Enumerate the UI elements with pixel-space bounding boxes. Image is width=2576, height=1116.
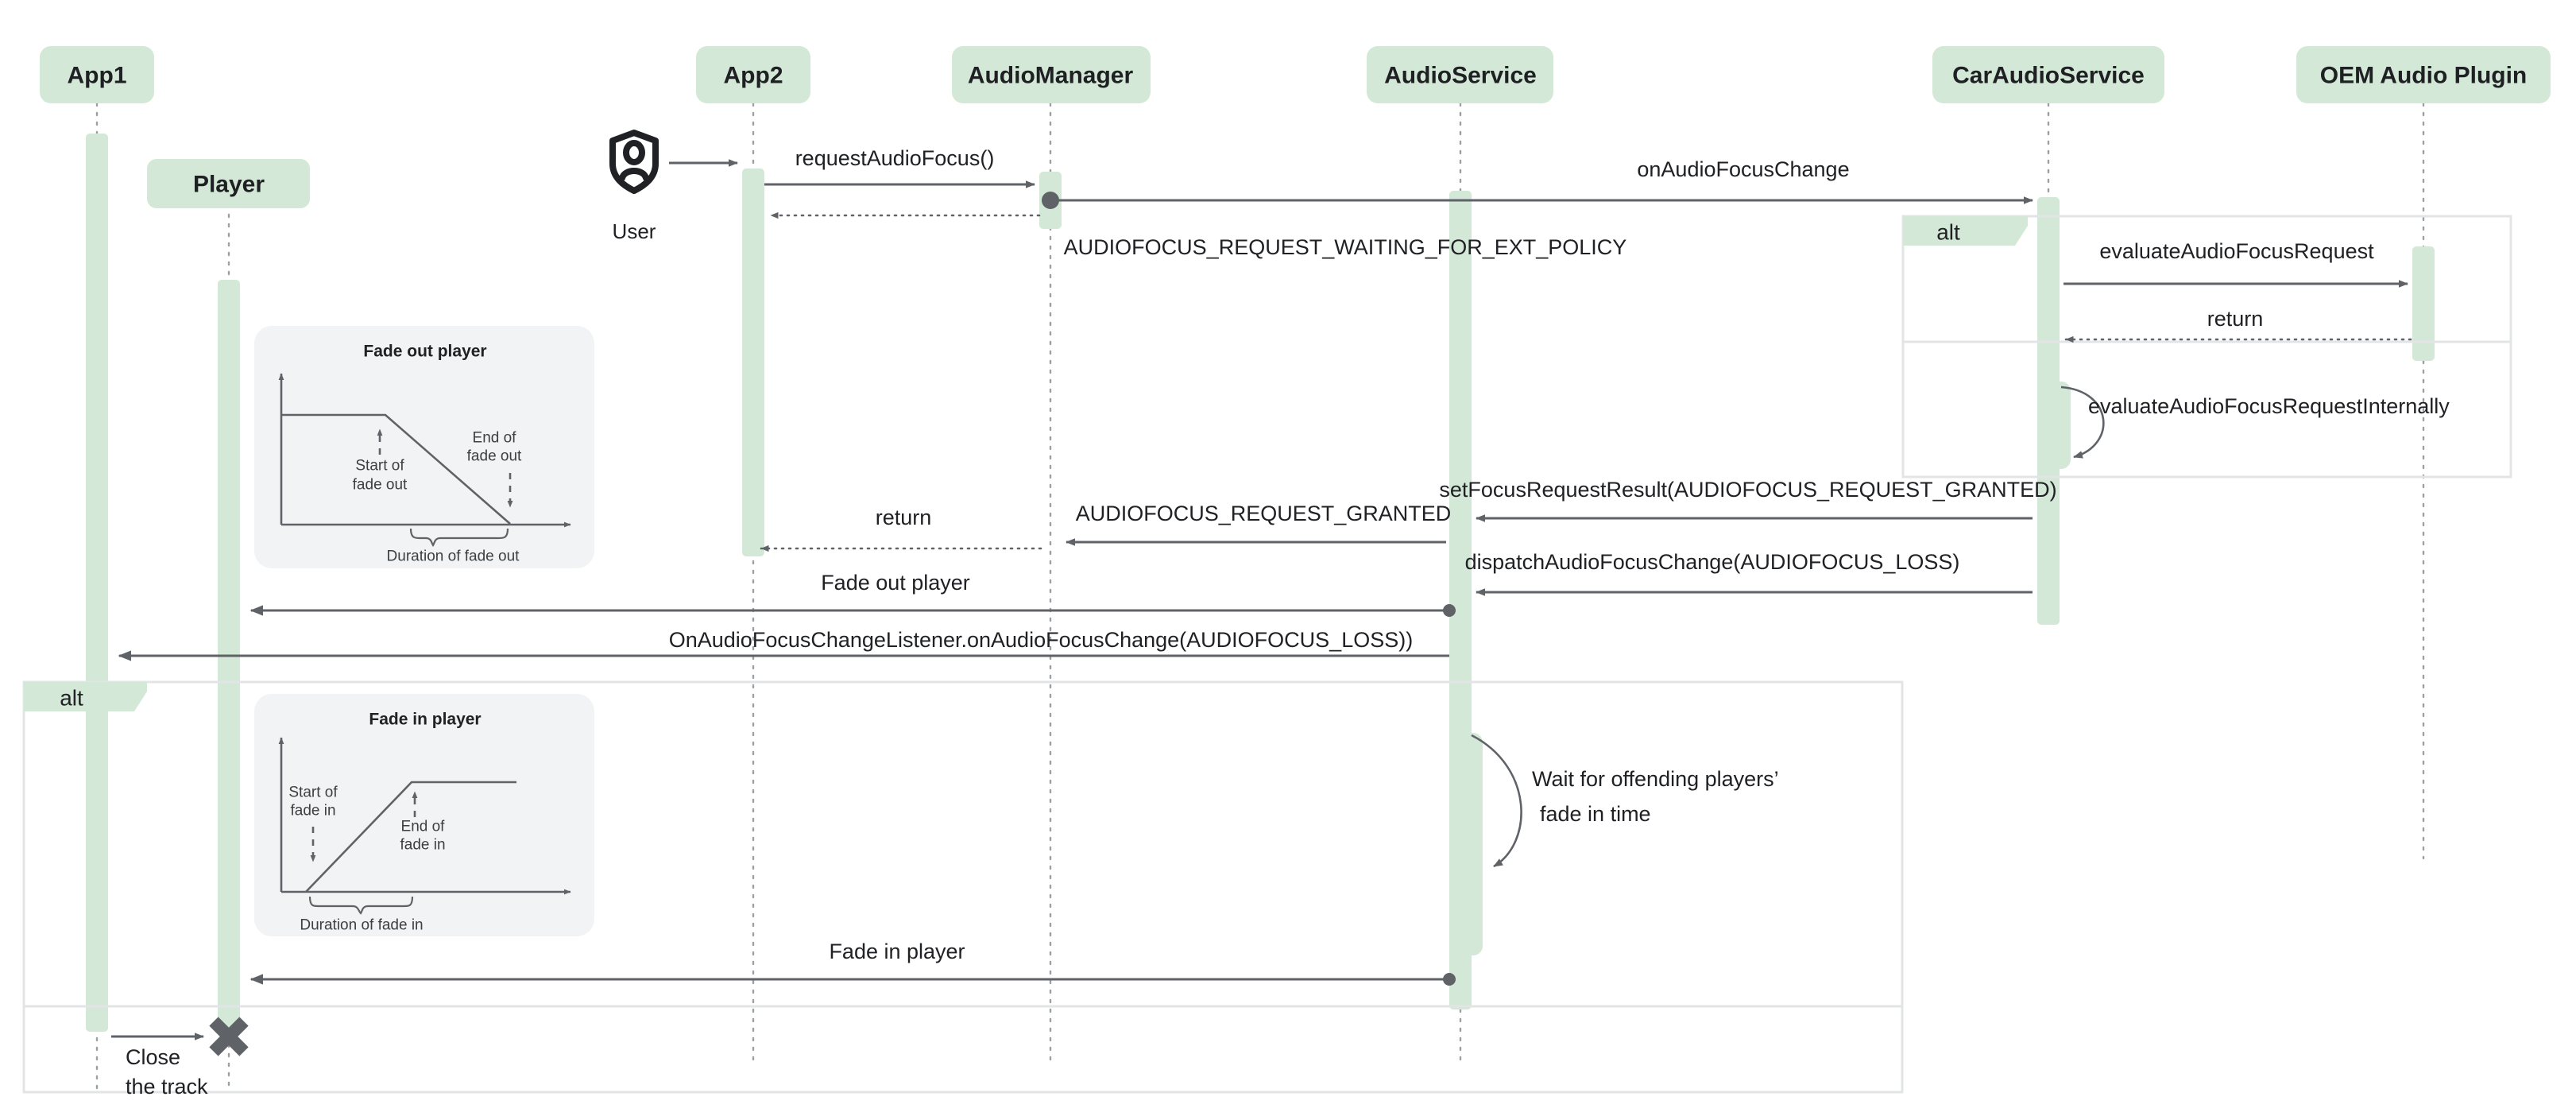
participant-player-label: Player: [193, 172, 265, 198]
message-dispatch-audio-focus-change[interactable]: dispatchAudioFocusChange(AUDIOFOCUS_LOSS…: [1465, 550, 2033, 596]
message-fade-out-player[interactable]: Fade out player: [249, 571, 1456, 617]
fade-out-end-label-1: End of: [473, 430, 517, 447]
message-set-focus-request-result-label: setFocusRequestResult(AUDIOFOCUS_REQUEST…: [1439, 478, 2056, 502]
activation-app2: [742, 169, 764, 556]
fragment-alt-fade: alt: [22, 680, 1904, 1094]
fade-in-end-label-1: End of: [401, 819, 446, 835]
message-return-audiomanager-label: return: [876, 506, 932, 529]
fragment-alt-oem-tab: [1903, 216, 2028, 246]
fade-in-end-label-2: fade in: [400, 837, 445, 854]
participant-caraudioservice-label: CarAudioService: [1952, 63, 2145, 89]
actor-user-label: User: [613, 219, 656, 243]
note-fade-out-player-box: [254, 326, 594, 568]
shield-person-icon: [609, 130, 659, 194]
fade-in-duration-label: Duration of fade in: [300, 917, 423, 934]
message-on-audio-focus-change-listener-label: OnAudioFocusChangeListener.onAudioFocusC…: [669, 628, 1413, 652]
fade-out-duration-label: Duration of fade out: [387, 548, 520, 565]
participant-app1[interactable]: App1: [40, 46, 154, 103]
participant-caraudioservice[interactable]: CarAudioService: [1932, 46, 2164, 103]
fade-in-curve: [305, 781, 516, 893]
message-close-the-track[interactable]: Close the track: [111, 1017, 249, 1099]
message-request-audio-focus[interactable]: requestAudioFocus(): [764, 146, 1035, 188]
message-return-audiomanager[interactable]: return: [760, 506, 1042, 552]
message-wait-for-fade-in[interactable]: Wait for offending players’ fade in time: [1471, 734, 1779, 868]
participant-audiomanager[interactable]: AudioManager: [952, 46, 1151, 103]
message-fade-in-player-ball: [1443, 973, 1456, 986]
note-fade-out-player-title: Fade out player: [363, 343, 486, 361]
participant-app2-label: App2: [724, 63, 783, 89]
message-evaluate-internally-label: evaluateAudioFocusRequestInternally: [2088, 394, 2450, 418]
message-dispatch-audio-focus-change-label: dispatchAudioFocusChange(AUDIOFOCUS_LOSS…: [1465, 550, 1960, 574]
note-fade-in-player: Fade in player Start of fade in End of f…: [254, 694, 594, 936]
participant-audioservice-box[interactable]: [1367, 46, 1553, 103]
destroy-x-icon: [209, 1017, 249, 1056]
message-fade-in-player-label: Fade in player: [829, 940, 965, 963]
participant-oemplugin[interactable]: OEM Audio Plugin: [2296, 46, 2551, 103]
fade-in-start-label-1: Start of: [288, 785, 338, 801]
fade-out-start-label-1: Start of: [355, 458, 404, 475]
message-audiofocus-request-granted-label: AUDIOFOCUS_REQUEST_GRANTED: [1076, 502, 1452, 525]
fragment-alt-oem: alt: [1901, 215, 2512, 479]
actor-user[interactable]: User: [609, 130, 659, 243]
message-close-the-track-label-line1: Close: [126, 1045, 180, 1069]
message-return-oem-label: return: [2207, 307, 2264, 331]
participant-audioservice[interactable]: AudioService: [1367, 46, 1553, 103]
participant-app2-box[interactable]: [696, 46, 810, 103]
message-on-audio-focus-change-label: onAudioFocusChange: [1637, 157, 1849, 181]
message-request-audio-focus-label: requestAudioFocus(): [795, 146, 995, 170]
participant-player-box[interactable]: [147, 159, 310, 208]
message-on-audio-focus-change-listener[interactable]: OnAudioFocusChangeListener.onAudioFocusC…: [118, 628, 1449, 661]
message-evaluate-internally-curve: [2060, 386, 2105, 459]
message-on-audio-focus-change[interactable]: onAudioFocusChange: [1042, 157, 2033, 209]
fade-out-start-label-2: fade out: [353, 477, 408, 494]
note-fade-in-player-title: Fade in player: [369, 711, 481, 729]
activation-caraudioservice-self: [2048, 382, 2071, 469]
message-evaluate-audio-focus-request-label: evaluateAudioFocusRequest: [2099, 239, 2374, 263]
activation-bars-group: [86, 134, 2435, 1032]
participant-audiomanager-box[interactable]: [952, 46, 1151, 103]
participant-app1-box[interactable]: [40, 46, 154, 103]
message-return-oem[interactable]: return: [2064, 307, 2412, 343]
message-set-focus-request-result[interactable]: setFocusRequestResult(AUDIOFOCUS_REQUEST…: [1439, 478, 2057, 522]
message-wait-for-fade-in-label-line1: Wait for offending players’: [1532, 767, 1779, 791]
fragment-alt-oem-label: alt: [1936, 220, 1960, 245]
fade-in-duration-brace: [308, 896, 414, 915]
fade-in-start-label-2: fade in: [290, 803, 335, 820]
message-waiting-for-ext-policy[interactable]: AUDIOFOCUS_REQUEST_WAITING_FOR_EXT_POLIC…: [769, 211, 1627, 259]
activation-audioservice-self: [1460, 733, 1483, 955]
fade-out-duration-brace: [409, 528, 509, 547]
participant-app2[interactable]: App2: [696, 46, 810, 103]
message-wait-for-fade-in-curve: [1471, 734, 1522, 868]
participant-oemplugin-label: OEM Audio Plugin: [2320, 63, 2528, 89]
message-evaluate-internally[interactable]: evaluateAudioFocusRequestInternally: [2060, 386, 2450, 459]
participant-oemplugin-box[interactable]: [2296, 46, 2551, 103]
activation-oemplugin: [2412, 246, 2435, 361]
fade-out-end-label-2: fade out: [467, 448, 522, 465]
note-fade-out-player: Fade out player Start of fade out End of…: [254, 326, 594, 568]
participant-player[interactable]: Player: [147, 159, 310, 208]
fragment-alt-fade-border: [22, 680, 1904, 1094]
participant-audiomanager-label: AudioManager: [968, 63, 1134, 89]
message-on-audio-focus-change-ball: [1042, 192, 1059, 209]
participant-app1-label: App1: [68, 63, 127, 89]
fragment-alt-oem-border: [1901, 215, 2512, 479]
participant-audioservice-label: AudioService: [1384, 63, 1537, 89]
message-close-the-track-label-line2: the track: [126, 1075, 208, 1099]
message-fade-out-player-label: Fade out player: [821, 571, 970, 595]
message-fade-in-player[interactable]: Fade in player: [249, 940, 1456, 986]
note-fade-in-player-box: [254, 694, 594, 936]
message-wait-for-fade-in-label-line2: fade in time: [1540, 802, 1651, 826]
message-audiofocus-request-granted[interactable]: AUDIOFOCUS_REQUEST_GRANTED: [1066, 502, 1452, 546]
fragment-alt-fade-tab: [24, 682, 147, 711]
message-fade-out-player-ball: [1443, 604, 1456, 617]
activation-app1: [86, 134, 108, 1032]
participant-caraudioservice-box[interactable]: [1932, 46, 2164, 103]
message-evaluate-audio-focus-request[interactable]: evaluateAudioFocusRequest: [2064, 239, 2408, 288]
message-waiting-for-ext-policy-label: AUDIOFOCUS_REQUEST_WAITING_FOR_EXT_POLIC…: [1064, 235, 1627, 259]
fade-out-curve: [281, 413, 511, 525]
fragment-alt-fade-label: alt: [60, 686, 83, 711]
